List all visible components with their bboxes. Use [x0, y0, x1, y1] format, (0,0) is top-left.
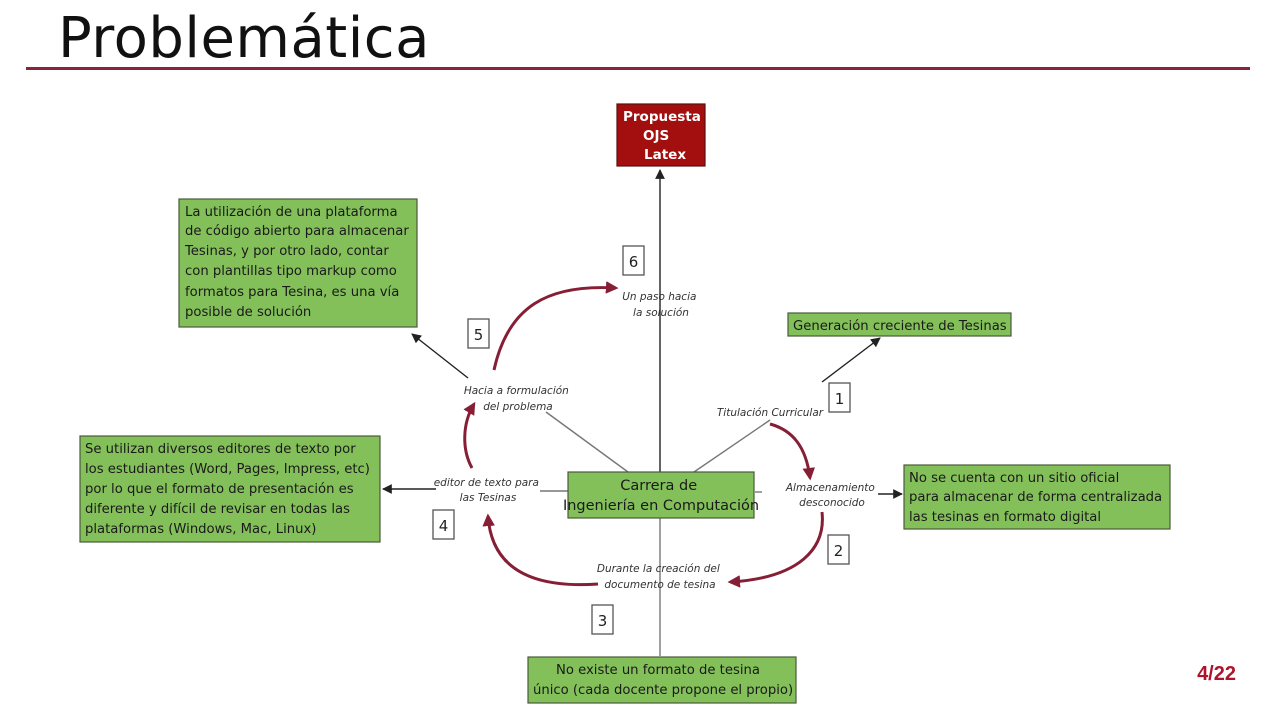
label-editor: editor de texto para las Tesinas: [434, 477, 543, 504]
editors-line: los estudiantes (Word, Pages, Impress, e…: [85, 462, 370, 477]
format-line: No existe un formato de tesina: [556, 663, 760, 678]
center-box: [567, 471, 755, 519]
storage-line: No se cuenta con un sitio oficial: [909, 471, 1119, 486]
label-creation: Durante la creación del documento de tes…: [597, 563, 723, 591]
solution-line: de código abierto para almacenar: [185, 223, 409, 239]
solution-line: con plantillas tipo markup como: [185, 264, 397, 279]
center-line: Ingeniería en Computación: [563, 498, 759, 514]
proposal-line: Propuesta: [623, 109, 701, 125]
format-line: único (cada docente propone el propio): [533, 682, 793, 698]
connector-to-formulation: [545, 411, 629, 473]
connector-to-growth-box: [821, 337, 881, 383]
label-line: Almacenamiento: [785, 482, 875, 494]
step-number-2: 2: [827, 534, 850, 565]
center-text: Carrera de Ingeniería en Computación: [563, 478, 759, 514]
proposal-line: OJS: [643, 128, 669, 144]
solution-line: formatos para Tesina, es una vía: [185, 284, 399, 300]
editors-text: Se utilizan diversos editores de texto p…: [85, 442, 374, 537]
label-line: Un paso hacia: [622, 291, 696, 303]
step-number-3: 3: [591, 604, 614, 635]
editors-box: [79, 435, 381, 543]
connector-to-curricular: [693, 419, 771, 473]
storage-text: No se cuenta con un sitio oficial para a…: [909, 471, 1166, 525]
flow-arrow-4-to-5: [463, 401, 476, 469]
format-box: [527, 656, 797, 704]
label-curricular: Titulación Curricular: [717, 407, 824, 419]
editors-line: diferente y difícil de revisar en todas …: [85, 501, 350, 517]
label-line: Titulación Curricular: [717, 407, 824, 419]
step-number-text: 2: [834, 542, 844, 560]
flow-arrow-1-to-2: [769, 422, 815, 481]
step-number-6: 6: [622, 245, 645, 276]
step-number-5: 5: [467, 318, 490, 349]
format-text: No existe un formato de tesina único (ca…: [533, 663, 793, 698]
flow-arrow-3-to-4: [482, 513, 599, 587]
label-formulation: Hacia a formulación del problema: [464, 385, 572, 413]
flow-arrow-5-to-6: [492, 281, 619, 371]
proposal-text: Propuesta OJS Latex: [623, 109, 706, 163]
label-line: las Tesinas: [460, 492, 517, 504]
title-divider: [26, 67, 1250, 70]
label-solution-path: Un paso hacia la solución: [622, 291, 700, 319]
flow-arrow-2-to-3: [727, 511, 824, 588]
step-number-text: 5: [474, 326, 484, 344]
label-line: la solución: [633, 307, 689, 319]
growth-text: Generación creciente de Tesinas: [793, 318, 1007, 334]
storage-line: para almacenar de forma centralizada: [909, 490, 1162, 505]
step-number-text: 4: [439, 517, 449, 535]
storage-line: las tesinas en formato digital: [909, 510, 1101, 525]
step-number-text: 3: [598, 612, 608, 630]
step-number-text: 1: [835, 390, 845, 408]
step-number-1: 1: [828, 382, 851, 413]
connector-to-solution-box: [411, 333, 469, 379]
center-line: Carrera de: [620, 478, 697, 494]
label-line: desconocido: [799, 497, 865, 509]
label-line: Durante la creación del: [597, 563, 720, 575]
label-line: Hacia a formulación: [464, 385, 569, 397]
solution-line: posible de solución: [185, 304, 311, 320]
page-number: 4/22: [1197, 663, 1236, 685]
editors-line: plataformas (Windows, Mac, Linux): [85, 522, 316, 537]
solution-box: [178, 198, 418, 328]
step-number-text: 6: [629, 253, 639, 271]
slide-title: Problemática: [58, 6, 430, 71]
label-line: editor de texto para: [434, 477, 539, 489]
step-number-4: 4: [432, 509, 455, 540]
proposal-box: [616, 103, 706, 167]
storage-box: [903, 464, 1171, 530]
editors-line: Se utilizan diversos editores de texto p…: [85, 442, 356, 457]
solution-line: La utilización de una plataforma: [185, 204, 398, 220]
label-storage: Almacenamiento desconocido: [785, 482, 878, 509]
solution-text: La utilización de una plataforma de códi…: [184, 204, 413, 320]
editors-line: por lo que el formato de presentación es: [85, 481, 354, 497]
solution-line: Tesinas, y por otro lado, contar: [184, 244, 389, 259]
label-line: del problema: [483, 401, 553, 413]
proposal-line: Latex: [644, 147, 686, 163]
label-line: documento de tesina: [604, 579, 715, 591]
growth-box: [787, 312, 1012, 337]
